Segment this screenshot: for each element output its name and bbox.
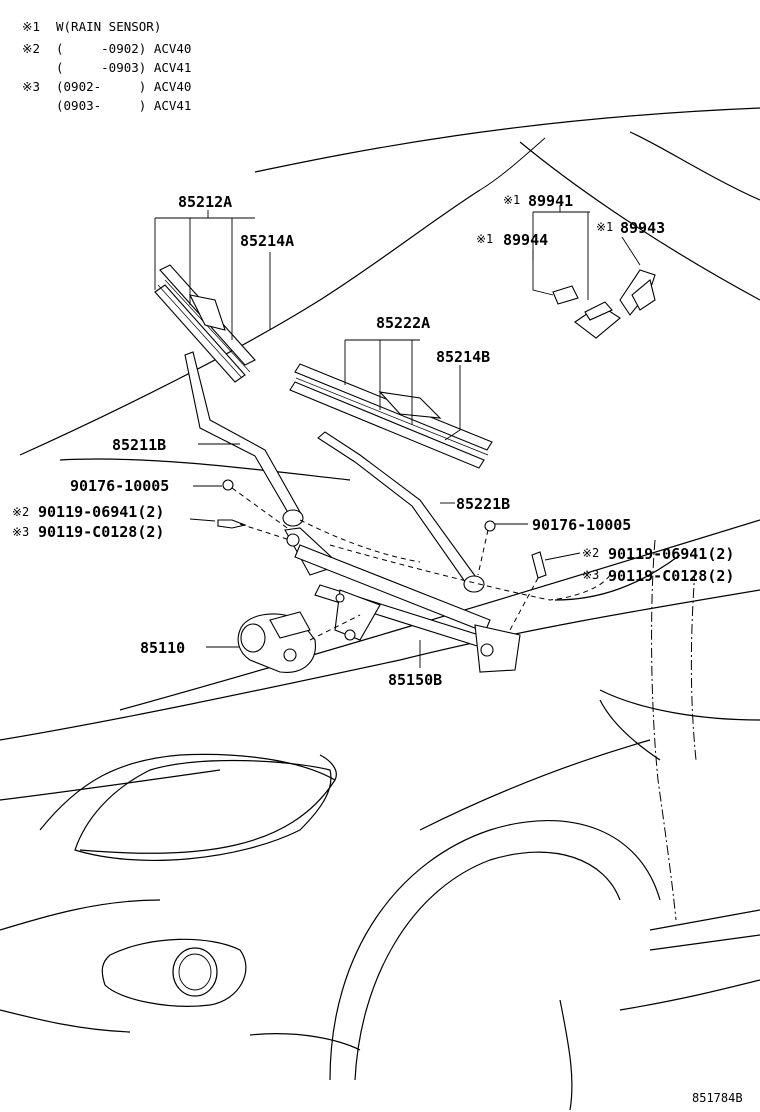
mark-89943: ※1 [596, 220, 613, 234]
callout-85214b: 85214B [436, 348, 490, 366]
callout-85214a: 85214A [240, 232, 294, 250]
wiper-link-85150b [284, 527, 521, 673]
notes-block: ※1 W(RAIN SENSOR) ※2 ( -0902) ACV40 ( -0… [22, 19, 191, 113]
wiper-blade-85222a [289, 363, 493, 469]
note-text-3b: (0903- ) ACV41 [56, 98, 191, 113]
callout-90119-c0128-left: 90119-C0128(2) [38, 523, 164, 541]
leader-lines [154, 205, 641, 668]
fasteners [217, 479, 547, 579]
mark-90119-c0128-left: ※3 [12, 525, 29, 539]
wiper-blade-85212a [154, 264, 256, 383]
callout-85150b: 85150B [388, 671, 442, 689]
note-text-2b: ( -0903) ACV41 [56, 60, 191, 75]
mark-90119-c0128-right: ※3 [582, 568, 599, 582]
callout-90119-06941-right: 90119-06941(2) [608, 545, 734, 563]
mark-90119-06941-left: ※2 [12, 505, 29, 519]
callout-85110: 85110 [140, 639, 185, 657]
rain-sensor-parts [552, 269, 656, 339]
note-text-3: (0902- ) ACV40 [56, 79, 191, 94]
callout-89941: 89941 [528, 192, 573, 210]
wiper-motor-85110 [237, 611, 316, 673]
car-body-outline [0, 107, 760, 1111]
callout-90176-left: 90176-10005 [70, 477, 169, 495]
note-text-2: ( -0902) ACV40 [56, 41, 191, 56]
part-callouts: 85212A 85214A 85222A 85214B ※1 89941 ※1 … [12, 192, 734, 689]
callout-90119-06941-left: 90119-06941(2) [38, 503, 164, 521]
mark-89944: ※1 [476, 232, 493, 246]
callout-90176-right: 90176-10005 [532, 516, 631, 534]
note-text-1: W(RAIN SENSOR) [56, 19, 161, 34]
callout-85212a: 85212A [178, 193, 232, 211]
mark-90119-06941-right: ※2 [582, 546, 599, 560]
note-mark-1: ※1 [22, 19, 40, 34]
callout-89943: 89943 [620, 219, 665, 237]
callout-85222a: 85222A [376, 314, 430, 332]
wiper-arm-85221b [317, 431, 485, 593]
callout-85211b: 85211B [112, 436, 166, 454]
callout-89944: 89944 [503, 231, 548, 249]
note-mark-2: ※2 [22, 41, 40, 56]
wiper-arm-85211b [184, 351, 304, 527]
note-mark-3: ※3 [22, 79, 40, 94]
mark-89941: ※1 [503, 193, 520, 207]
callout-90119-c0128-right: 90119-C0128(2) [608, 567, 734, 585]
callout-85221b: 85221B [456, 495, 510, 513]
diagram-code: 851784B [692, 1091, 743, 1105]
